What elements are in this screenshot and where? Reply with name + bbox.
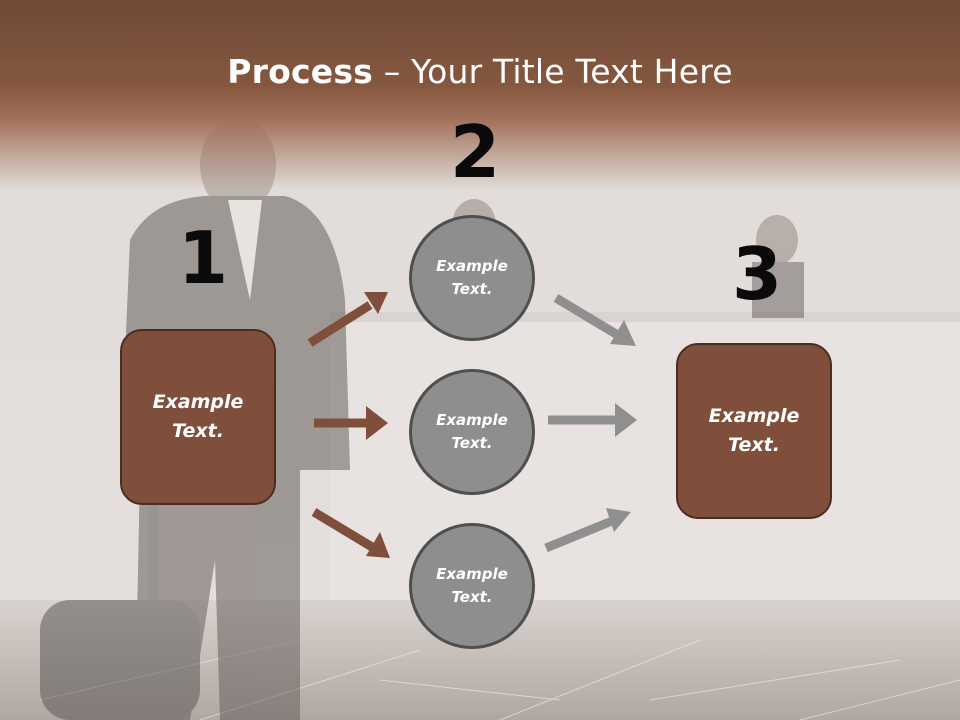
step-number-2: 2 bbox=[450, 110, 501, 194]
step-circle-middle: Example Text. bbox=[409, 369, 535, 495]
header-band bbox=[0, 0, 960, 190]
arrow-left-to-top bbox=[307, 292, 388, 347]
title-rest: – Your Title Text Here bbox=[373, 52, 733, 91]
step-circle-middle-label: Example Text. bbox=[436, 411, 508, 452]
step-circle-bottom-label: Example Text. bbox=[436, 565, 508, 606]
title-bold: Process bbox=[227, 52, 374, 91]
arrow-middle-to-right bbox=[548, 403, 637, 437]
step-circle-bottom: Example Text. bbox=[409, 523, 535, 649]
step-circle-top-label: Example Text. bbox=[436, 257, 508, 298]
arrow-left-to-middle bbox=[314, 406, 388, 440]
arrow-bottom-to-right bbox=[544, 508, 631, 553]
step-box-right: Example Text. bbox=[676, 343, 832, 519]
arrow-top-to-right bbox=[553, 294, 636, 346]
step-circle-top: Example Text. bbox=[409, 215, 535, 341]
arrow-left-to-bottom bbox=[311, 508, 390, 558]
slide-title: Process – Your Title Text Here bbox=[0, 52, 960, 91]
step-number-1: 1 bbox=[178, 216, 229, 300]
step-box-left: Example Text. bbox=[120, 329, 276, 505]
step-box-left-label: Example Text. bbox=[152, 391, 244, 442]
step-box-right-label: Example Text. bbox=[708, 405, 800, 456]
step-number-3: 3 bbox=[732, 232, 783, 316]
